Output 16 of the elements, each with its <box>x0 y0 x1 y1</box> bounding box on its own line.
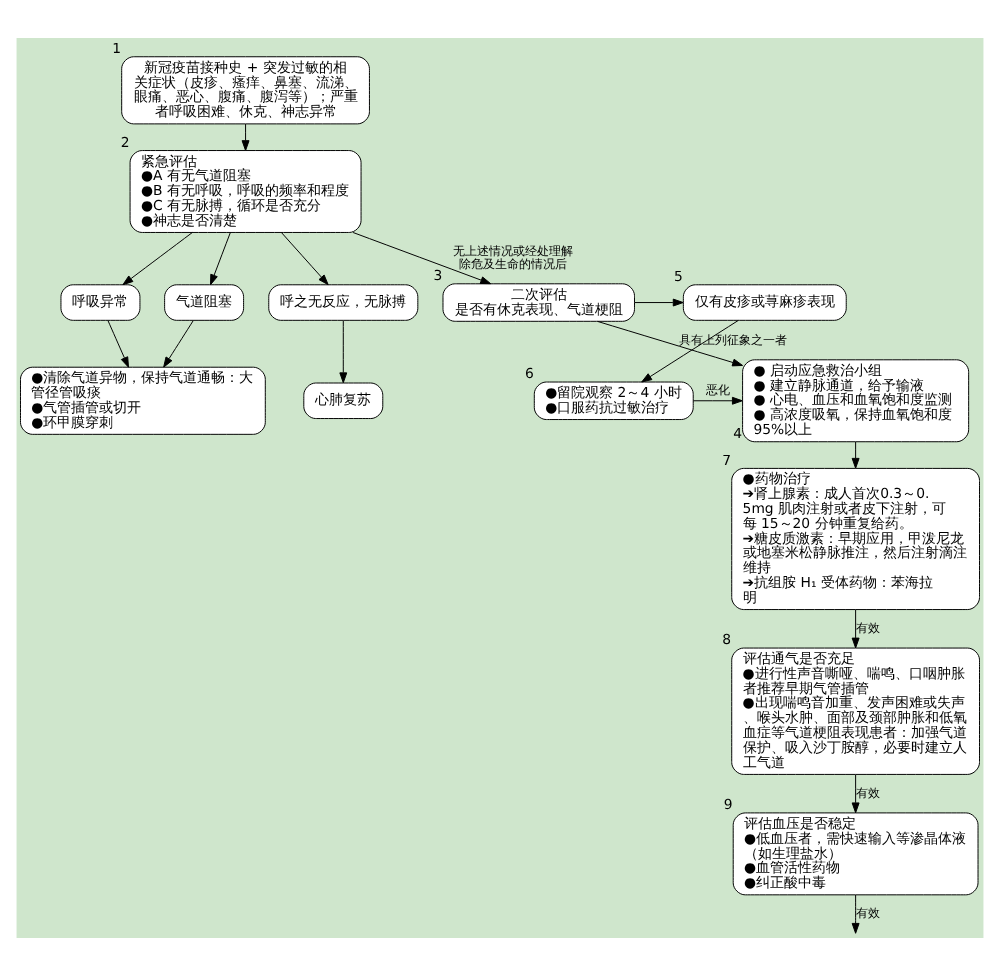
arrow <box>851 609 860 649</box>
arrow <box>122 232 193 286</box>
arrow <box>339 320 348 384</box>
arrow <box>163 320 194 368</box>
arrow <box>641 320 739 383</box>
arrow <box>352 232 492 285</box>
arrow <box>851 894 860 934</box>
arrow <box>597 320 744 367</box>
arrow <box>851 774 860 814</box>
arrow <box>280 232 329 286</box>
arrow <box>634 298 684 307</box>
arrow <box>692 396 743 405</box>
arrow <box>851 441 860 469</box>
arrow <box>241 123 250 152</box>
arrow <box>210 232 231 286</box>
arrow <box>107 320 129 368</box>
